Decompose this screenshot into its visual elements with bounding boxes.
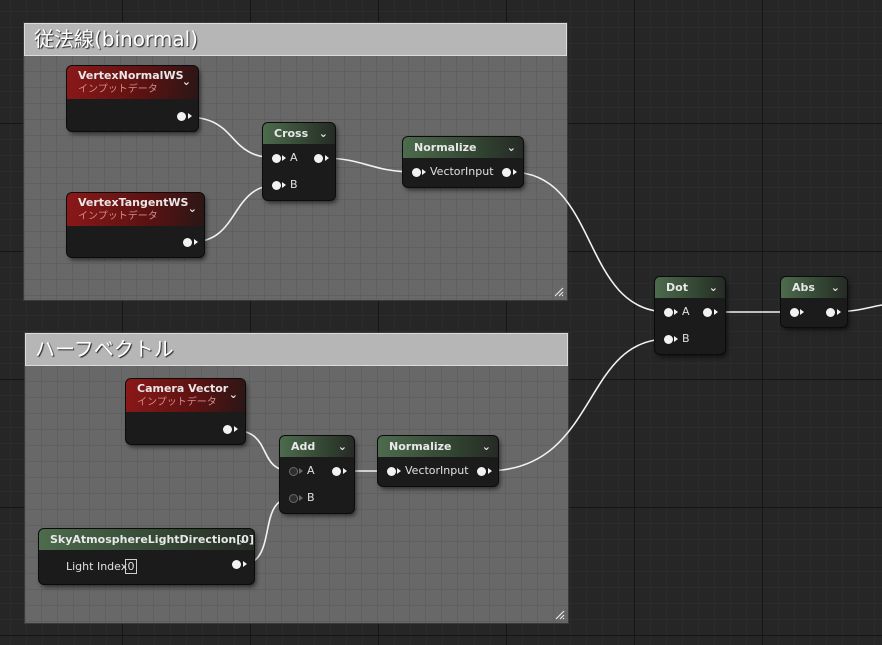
chevron-down-icon[interactable]: ⌄	[187, 202, 197, 215]
output-pin[interactable]	[703, 308, 712, 317]
chevron-down-icon[interactable]: ⌄	[318, 127, 328, 140]
input-pin-arrow-icon	[397, 468, 401, 474]
resize-grip-icon[interactable]	[553, 608, 565, 620]
node-camera-vector[interactable]: Camera Vector インプットデータ ⌄	[126, 379, 245, 444]
node-subtitle: インプットデータ	[78, 84, 158, 95]
node-title: Normalize	[389, 440, 452, 453]
node-title: Add	[291, 440, 316, 453]
output-pin[interactable]	[232, 560, 241, 569]
output-pin[interactable]	[183, 238, 192, 247]
chevron-down-icon[interactable]: ⌄	[237, 533, 247, 546]
input-pin-arrow-icon	[674, 336, 678, 342]
output-pin[interactable]	[177, 112, 186, 121]
input-pin-a[interactable]	[664, 308, 673, 317]
chevron-down-icon[interactable]: ⌄	[708, 281, 718, 294]
node-normalize-1[interactable]: Normalize ⌄ VectorInput	[403, 137, 523, 187]
node-title: Camera Vector	[137, 382, 229, 395]
node-header[interactable]: SkyAtmosphereLightDirection[0] ⌄	[39, 529, 254, 550]
input-pin-vector[interactable]	[387, 467, 396, 476]
node-add[interactable]: Add ⌄ A B	[280, 436, 354, 513]
param-label-light-index: Light Index	[66, 560, 128, 573]
output-pin-arrow-icon	[234, 426, 238, 432]
node-subtitle: インプットデータ	[78, 211, 158, 222]
output-pin[interactable]	[502, 168, 511, 177]
resize-grip-icon[interactable]	[552, 285, 564, 297]
output-pin[interactable]	[477, 467, 486, 476]
input-pin-a[interactable]	[272, 154, 281, 163]
node-header[interactable]: Normalize ⌄	[378, 436, 498, 457]
node-subtitle: インプットデータ	[137, 397, 217, 408]
input-pin-b[interactable]	[272, 181, 281, 190]
pin-label-b: B	[290, 178, 298, 191]
output-pin-arrow-icon	[714, 309, 718, 315]
node-header[interactable]: Dot ⌄	[655, 277, 725, 298]
input-pin-a[interactable]	[289, 467, 298, 476]
output-pin[interactable]	[332, 467, 341, 476]
node-title: Cross	[274, 127, 309, 140]
pin-label-b: B	[682, 332, 690, 345]
input-pin-arrow-icon	[282, 182, 286, 188]
output-pin-arrow-icon	[837, 309, 841, 315]
node-header[interactable]: Camera Vector インプットデータ ⌄	[126, 379, 245, 412]
output-pin-arrow-icon	[325, 155, 329, 161]
chevron-down-icon[interactable]: ⌄	[830, 281, 840, 294]
node-title: VertexNormalWS	[78, 69, 184, 82]
input-pin-b[interactable]	[664, 335, 673, 344]
node-header[interactable]: VertexNormalWS インプットデータ ⌄	[67, 66, 198, 99]
input-pin-b[interactable]	[289, 494, 298, 503]
output-pin-arrow-icon	[188, 113, 192, 119]
output-pin[interactable]	[314, 154, 323, 163]
input-pin-arrow-icon	[299, 495, 303, 501]
wire-normalize-to-dot-a	[510, 171, 669, 313]
pin-label-vector-input: VectorInput	[405, 464, 469, 477]
node-title: Normalize	[414, 141, 477, 154]
output-pin[interactable]	[826, 308, 835, 317]
chevron-down-icon[interactable]: ⌄	[228, 388, 238, 401]
wire-cross-to-normalize	[321, 157, 417, 173]
input-pin-arrow-icon	[422, 169, 426, 175]
input-pin-arrow-icon	[282, 155, 286, 161]
node-title: VertexTangentWS	[78, 196, 189, 209]
pin-label-a: A	[307, 464, 315, 477]
output-pin-arrow-icon	[343, 468, 347, 474]
output-pin-arrow-icon	[243, 561, 247, 567]
node-title: Dot	[666, 281, 688, 294]
pin-label-b: B	[307, 491, 315, 504]
input-pin-arrow-icon	[299, 468, 303, 474]
output-pin[interactable]	[223, 425, 232, 434]
node-header[interactable]: Cross ⌄	[263, 123, 335, 144]
light-index-input[interactable]: 0	[125, 559, 137, 574]
chevron-down-icon[interactable]: ⌄	[337, 440, 347, 453]
pin-label-vector-input: VectorInput	[430, 165, 494, 178]
comment-title-binormal[interactable]: 従法線(binormal)	[24, 23, 567, 56]
output-pin-arrow-icon	[194, 239, 198, 245]
chevron-down-icon[interactable]: ⌄	[181, 75, 191, 88]
node-vertex-normal-ws[interactable]: VertexNormalWS インプットデータ ⌄	[67, 66, 198, 131]
output-pin-arrow-icon	[513, 169, 517, 175]
input-pin[interactable]	[790, 308, 799, 317]
chevron-down-icon[interactable]: ⌄	[506, 141, 516, 154]
wire-normal-to-cross-a	[185, 116, 278, 159]
node-normalize-2[interactable]: Normalize ⌄ VectorInput	[378, 436, 498, 486]
node-vertex-tangent-ws[interactable]: VertexTangentWS インプットデータ ⌄	[67, 193, 204, 257]
node-abs[interactable]: Abs ⌄	[781, 277, 847, 327]
pin-label-a: A	[682, 305, 690, 318]
input-pin-vector[interactable]	[412, 168, 421, 177]
node-header[interactable]: Abs ⌄	[781, 277, 847, 298]
input-pin-arrow-icon	[800, 309, 804, 315]
node-title: Abs	[792, 281, 815, 294]
node-header[interactable]: Normalize ⌄	[403, 137, 523, 158]
chevron-down-icon[interactable]: ⌄	[481, 440, 491, 453]
node-header[interactable]: Add ⌄	[280, 436, 354, 457]
pin-label-a: A	[290, 151, 298, 164]
output-pin-arrow-icon	[488, 468, 492, 474]
node-cross[interactable]: Cross ⌄ A B	[263, 123, 335, 200]
node-sky-atmosphere-light-direction[interactable]: SkyAtmosphereLightDirection[0] ⌄ Light I…	[39, 529, 254, 584]
input-pin-arrow-icon	[674, 309, 678, 315]
wire-normalize2-to-dot-b	[485, 338, 669, 472]
node-dot[interactable]: Dot ⌄ A B	[655, 277, 725, 354]
node-title: SkyAtmosphereLightDirection[0]	[50, 533, 254, 546]
node-header[interactable]: VertexTangentWS インプットデータ ⌄	[67, 193, 204, 226]
comment-title-half-vector[interactable]: ハーフベクトル	[25, 333, 568, 366]
